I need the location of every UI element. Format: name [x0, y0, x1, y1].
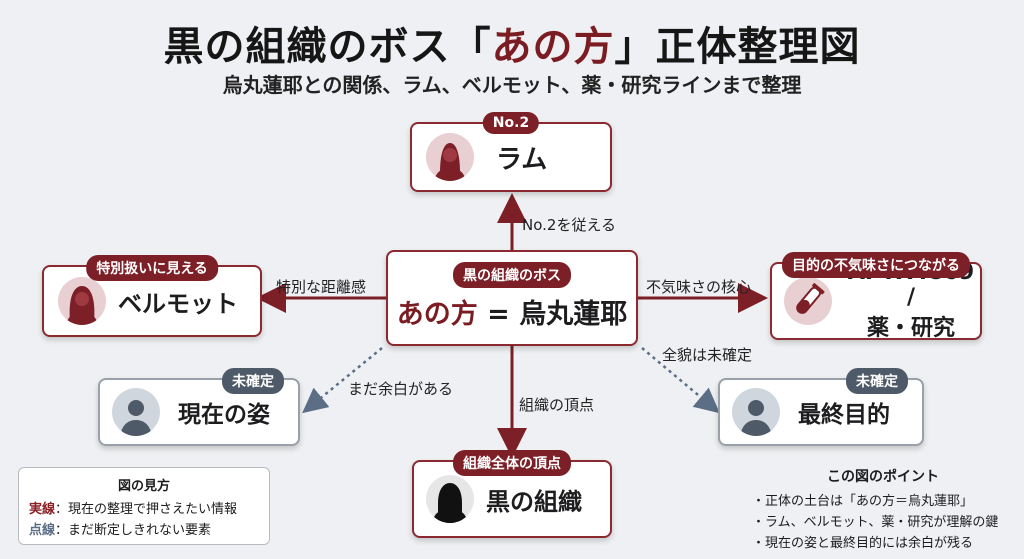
- woman-long-hair-icon: [58, 277, 106, 325]
- node-aptx-badge: 目的の不気味さにつながる: [782, 252, 970, 278]
- node-vermouth-label: ベルモット: [118, 289, 238, 318]
- node-center: 黒の組織のボス あの方 = 烏丸蓮耶: [386, 250, 638, 346]
- node-current-badge: 未確定: [222, 368, 284, 394]
- node-org-label: 黒の組織: [486, 487, 582, 516]
- edge-final-label: 全貌は未確定: [662, 346, 753, 364]
- node-center-badge: 黒の組織のボス: [453, 262, 571, 288]
- legend-box: 図の見方 実線：現在の整理で押さえたい情報 点線：まだ断定しきれない要素: [18, 467, 270, 545]
- woman-silhouette-icon: [426, 133, 474, 181]
- points-title: この図のポイント: [827, 469, 939, 485]
- edge-org-label: 組織の頂点: [519, 396, 595, 414]
- node-current: 未確定 現在の姿: [98, 368, 300, 446]
- legend-dotted-row: 点線：まだ断定しきれない要素: [29, 523, 212, 538]
- edge-current-label: まだ余白がある: [348, 380, 454, 398]
- edge-aptx-label: 不気味さの核心: [646, 278, 752, 296]
- points-item: ・現在の姿と最終目的には余白が残る: [752, 536, 974, 551]
- node-rum-badge: No.2: [482, 112, 540, 134]
- points-box: この図のポイント ・正体の土台は「あの方＝烏丸蓮耶」 ・ラム、ベルモット、薬・研…: [752, 466, 1014, 551]
- node-rum: No.2 ラム: [410, 112, 612, 192]
- node-final-badge: 未確定: [846, 368, 908, 394]
- hooded-figure-icon: [426, 475, 474, 523]
- legend-title: 図の見方: [117, 479, 170, 494]
- page-subtitle: 烏丸蓮耶との関係、ラム、ベルモット、薬・研究ラインまで整理: [222, 73, 802, 97]
- person-silhouette-icon: [732, 388, 780, 436]
- node-final: 未確定 最終目的: [718, 368, 924, 446]
- node-org-badge: 組織全体の頂点: [453, 450, 571, 476]
- points-item: ・正体の土台は「あの方＝烏丸蓮耶」: [752, 494, 974, 509]
- test-tube-icon: [784, 277, 832, 325]
- node-vermouth: 特別扱いに見える ベルモット: [42, 255, 262, 337]
- edge-final-line: [641, 347, 720, 414]
- node-aptx-label-line2: 薬・研究: [866, 316, 955, 341]
- node-org: 組織全体の頂点 黒の組織: [412, 450, 612, 538]
- page-title: 黒の組織のボス「あの方」正体整理図: [163, 24, 861, 70]
- person-silhouette-icon: [112, 388, 160, 436]
- node-center-label: あの方 = 烏丸蓮耶: [396, 298, 628, 330]
- legend-solid-row: 実線：現在の整理で押さえたい情報: [29, 502, 238, 517]
- points-item: ・ラム、ベルモット、薬・研究が理解の鍵: [752, 515, 999, 530]
- node-current-label: 現在の姿: [178, 402, 270, 428]
- node-rum-label: ラム: [496, 144, 548, 175]
- edge-current-line: [302, 347, 383, 414]
- edge-vermouth-label: 特別な距離感: [276, 278, 367, 296]
- edge-rum-label: No.2を従える: [522, 216, 616, 234]
- node-final-label: 最終目的: [798, 402, 890, 428]
- node-aptx: 目的の不気味さにつながる APTX4869 / 薬・研究: [770, 252, 982, 341]
- node-vermouth-badge: 特別扱いに見える: [86, 255, 218, 281]
